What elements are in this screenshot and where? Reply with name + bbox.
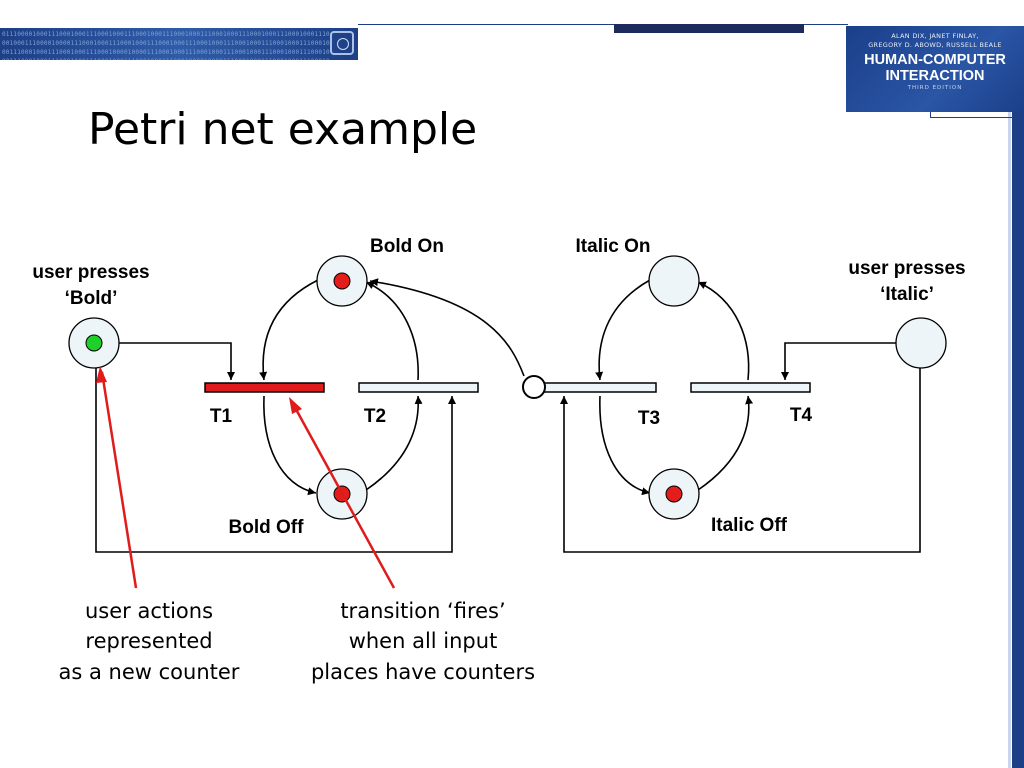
label-bold-on: Bold On bbox=[370, 236, 444, 257]
place-bold-on bbox=[316, 255, 368, 307]
caption-user-actions-line-2: represented bbox=[85, 629, 212, 653]
caption-transition-fires-line-2: when all input bbox=[349, 629, 498, 653]
book-title-line-2: INTERACTION bbox=[885, 68, 985, 84]
arc-t4-to-italic-on bbox=[697, 281, 750, 381]
arc-press-italic-to-t4 bbox=[781, 342, 896, 380]
arc-italic-on-to-t3 bbox=[595, 279, 651, 381]
arc-bold-off-to-t2 bbox=[365, 395, 423, 491]
right-edge-bar bbox=[1012, 112, 1024, 768]
book-edition: THIRD EDITION bbox=[907, 85, 963, 91]
header-accent-bar bbox=[614, 24, 804, 33]
label-bold-off: Bold Off bbox=[229, 517, 305, 538]
label-t2: T2 bbox=[364, 406, 386, 427]
arcs bbox=[95, 278, 921, 553]
caption-user-actions-line-3: as a new counter bbox=[59, 660, 240, 684]
right-edge-highlight bbox=[1008, 112, 1011, 768]
book-tab bbox=[930, 112, 1020, 118]
place-circle bbox=[895, 317, 947, 369]
arc-italic-off-to-t4 bbox=[697, 395, 754, 491]
token bbox=[85, 334, 103, 352]
header-binary-band: 0111000010001110001000111000100011100010… bbox=[0, 28, 358, 60]
arc-inhibitor-bold-on bbox=[369, 278, 525, 377]
label-t3: T3 bbox=[638, 408, 660, 429]
arc-press-bold-feedback-to-t2 bbox=[95, 368, 456, 553]
pointer-to-firing-transition bbox=[290, 401, 396, 589]
token bbox=[665, 485, 683, 503]
pointer-arrowhead-counter bbox=[96, 366, 107, 383]
book-cover-logo: ALAN DIX, JANET FINLAY, GREGORY D. ABOWD… bbox=[846, 26, 1024, 112]
label-press-bold-line-2: ‘Bold’ bbox=[65, 288, 118, 309]
transition-t1 bbox=[204, 382, 325, 393]
inhibitor-arc-circle bbox=[522, 375, 546, 399]
token bbox=[333, 272, 351, 290]
pointer-arrowhead-transition bbox=[289, 397, 302, 414]
label-press-bold-line-1: user presses bbox=[32, 262, 149, 283]
caption-transition-fires-line-3: places have counters bbox=[311, 660, 535, 684]
place-user-presses-bold bbox=[68, 317, 120, 369]
transition-t3 bbox=[543, 382, 657, 393]
binary-pattern: 0111000010001110001000111000100011100010… bbox=[2, 31, 330, 60]
place-user-presses-italic bbox=[895, 317, 947, 369]
place-italic-on bbox=[648, 255, 700, 307]
emblem-icon bbox=[330, 31, 354, 55]
arc-t2-to-bold-on bbox=[365, 281, 419, 381]
arc-t3-to-italic-off bbox=[599, 395, 651, 496]
label-t1: T1 bbox=[210, 406, 233, 427]
header-rule bbox=[358, 24, 848, 25]
book-authors: ALAN DIX, JANET FINLAY, GREGORY D. ABOWD… bbox=[846, 32, 1024, 50]
book-title-line-1: HUMAN-COMPUTER bbox=[864, 52, 1006, 68]
label-press-italic-line-2: ‘Italic’ bbox=[880, 284, 934, 305]
book-title: HUMAN-COMPUTER INTERACTION bbox=[846, 52, 1024, 84]
label-press-italic-line-1: user presses bbox=[848, 258, 965, 279]
place-italic-off bbox=[648, 468, 700, 520]
authors-line-2: GREGORY D. ABOWD, RUSSELL BEALE bbox=[868, 41, 1002, 49]
caption-transition-fires-line-1: transition ‘fires’ bbox=[340, 599, 505, 623]
arc-press-bold-to-t1 bbox=[118, 342, 235, 380]
authors-line-1: ALAN DIX, JANET FINLAY, bbox=[891, 32, 979, 40]
transition-t4 bbox=[690, 382, 811, 393]
pointer-to-new-counter bbox=[100, 371, 138, 589]
label-t4: T4 bbox=[790, 405, 813, 426]
arc-press-italic-feedback-to-t3 bbox=[560, 368, 921, 553]
place-circle bbox=[648, 255, 700, 307]
transition-t2 bbox=[358, 382, 479, 393]
slide-title: Petri net example bbox=[88, 104, 478, 155]
caption-user-actions-line-1: user actions bbox=[85, 599, 213, 623]
label-italic-on: Italic On bbox=[576, 236, 651, 257]
arc-t1-to-bold-off bbox=[263, 395, 317, 496]
label-italic-off: Italic Off bbox=[711, 515, 788, 536]
arc-bold-on-to-t1 bbox=[259, 279, 319, 381]
